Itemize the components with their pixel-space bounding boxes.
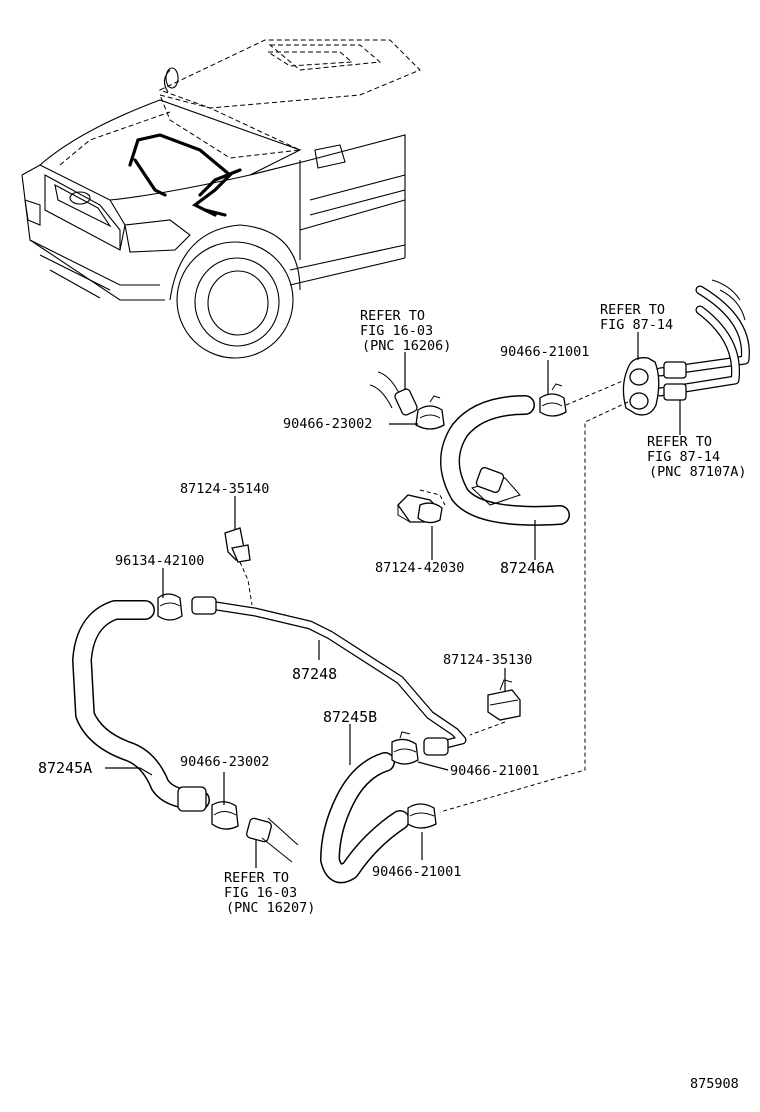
clamp-90466-23002-bottom (211, 801, 239, 830)
label-refer-16207-line3: (PNC 16207) (226, 900, 315, 916)
label-refer-87107a-line1: REFER TO (647, 434, 712, 450)
label-refer-16206-line3: (PNC 16206) (362, 338, 451, 354)
label-96134-42100: 96134-42100 (115, 553, 204, 569)
vehicle-illustration (21, 39, 421, 359)
hose-87245a (72, 600, 210, 812)
label-90466-21001-top: 90466-21001 (500, 344, 589, 360)
hose-stub-16207 (246, 817, 299, 863)
label-90466-21001-mid: 90466-21001 (450, 763, 539, 779)
clip-87124-35130 (487, 679, 521, 721)
label-refer-16206-line1: REFER TO (360, 308, 425, 324)
figure-number: 875908 (690, 1076, 739, 1092)
hose-87246a (440, 395, 570, 526)
label-87124-35130: 87124-35130 (443, 652, 532, 668)
clip-87124-42030 (397, 494, 443, 524)
label-refer-87-14-top-line1: REFER TO (600, 302, 665, 318)
clamp-90466-21001-mid (391, 731, 419, 765)
clamp-90466-21001-top (539, 383, 567, 417)
pipe-87248 (191, 596, 467, 756)
label-90466-23002-top: 90466-23002 (283, 416, 372, 432)
hose-stub-16206 (369, 371, 418, 416)
label-refer-16207-line1: REFER TO (224, 870, 289, 886)
label-refer-87107a-line2: FIG 87-14 (647, 449, 720, 465)
assembly-dashed-lines (239, 379, 629, 813)
clamp-96134-42100 (157, 593, 183, 621)
label-refer-87107a-line3: (PNC 87107A) (649, 464, 747, 480)
label-87245b: 87245B (323, 708, 377, 726)
label-refer-87-14-top-line2: FIG 87-14 (600, 317, 673, 333)
clip-87124-35140 (224, 527, 251, 563)
label-90466-23002-bottom: 90466-23002 (180, 754, 269, 770)
heater-pipes (655, 279, 750, 401)
leader-lines (105, 332, 681, 868)
label-87248: 87248 (292, 665, 337, 683)
label-refer-16206-line2: FIG 16-03 (360, 323, 433, 339)
label-90466-21001-bottom: 90466-21001 (372, 864, 461, 880)
label-87124-35140: 87124-35140 (180, 481, 269, 497)
hose-87245b (320, 752, 410, 884)
label-refer-16207-line2: FIG 16-03 (224, 885, 297, 901)
label-87124-42030: 87124-42030 (375, 560, 464, 576)
part-labels: REFER TO FIG 16-03 (PNC 16206) REFER TO … (38, 302, 747, 1092)
grommet (622, 357, 660, 416)
label-87246a: 87246A (500, 559, 554, 577)
label-87245a: 87245A (38, 759, 92, 777)
clamp-90466-23002-top (415, 395, 445, 430)
clamp-90466-21001-bottom (407, 803, 437, 829)
